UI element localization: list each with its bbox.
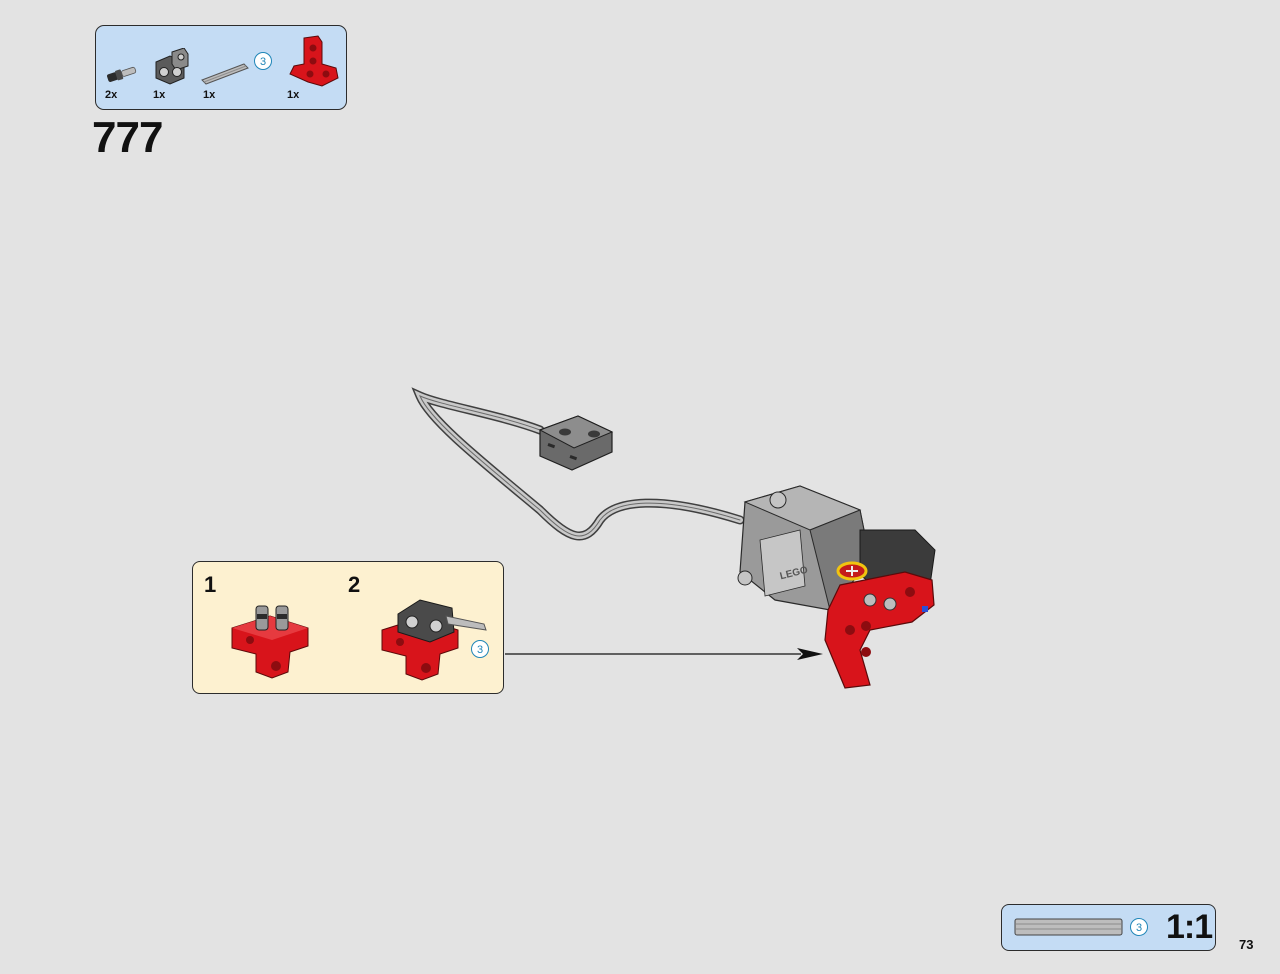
motor: LEGO [737, 485, 936, 612]
red-angled-beam-icon [289, 35, 339, 87]
sub-step-2-illustration [381, 599, 487, 681]
sub-step-number: 2 [348, 572, 361, 597]
part-quantity: 1x [203, 89, 216, 101]
axle-length-badge: 3 [471, 640, 489, 658]
step-number: 777 [92, 113, 163, 162]
part-quantity: 1x [153, 89, 166, 101]
parts-list-panel: 2x 1x 3 1x 1x [95, 25, 347, 110]
axle-length-badge: 3 [254, 52, 272, 70]
sub-step-1-illustration [231, 605, 309, 679]
red-beam-assembly [824, 571, 935, 689]
sub-step-number: 1 [204, 572, 217, 597]
axle-scale-icon [1014, 918, 1123, 936]
cable-plug [538, 415, 614, 471]
part-quantity: 1x [287, 89, 300, 101]
main-assembly-illustration: LEGO [411, 387, 936, 689]
callout-arrow [505, 648, 823, 660]
page-number: 73 [1239, 937, 1254, 952]
sub-assembly-callout: 1 2 3 [192, 561, 504, 694]
motor-cable [411, 387, 745, 541]
scale-reference-panel: 3 1:1 [1001, 904, 1216, 951]
pin-with-bush-icon [107, 66, 137, 82]
scale-ratio: 1:1 [1166, 908, 1213, 946]
part-quantity: 2x [105, 89, 118, 101]
axle-length-badge: 3 [1130, 918, 1148, 936]
axle-icon [201, 63, 249, 85]
angle-connector-icon [155, 48, 189, 85]
